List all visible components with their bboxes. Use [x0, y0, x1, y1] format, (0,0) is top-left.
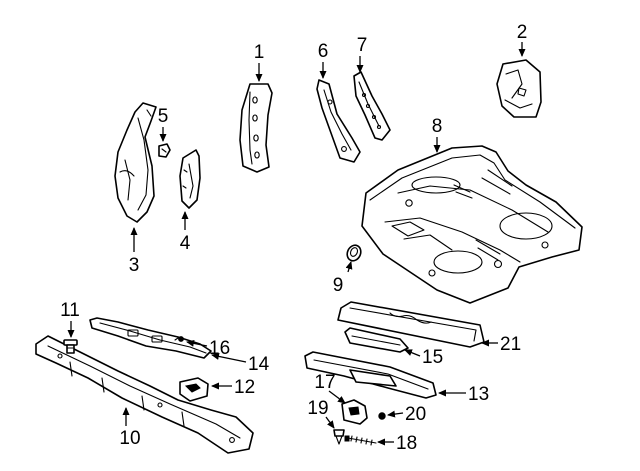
part-20-nut [378, 412, 386, 420]
callout-20: 20 [405, 404, 426, 425]
part-15-molding [344, 327, 409, 353]
leader-9 [345, 261, 353, 273]
callout-labels: 1 2 3 4 5 6 7 8 9 10 11 12 13 14 15 16 1… [60, 22, 527, 454]
callout-2: 2 [517, 22, 528, 43]
part-5-clip [158, 143, 171, 158]
callout-9: 9 [333, 275, 344, 296]
callout-10: 10 [119, 428, 140, 449]
part-13-scuff-plate [304, 351, 437, 399]
callout-16: 16 [209, 338, 230, 359]
leader-14 [211, 352, 247, 363]
callout-18: 18 [396, 433, 417, 454]
callout-8: 8 [432, 116, 443, 137]
callout-1: 1 [254, 42, 265, 63]
part-4-pillar-panel [179, 149, 201, 209]
part-9-grommet [346, 244, 362, 262]
leader-15 [404, 349, 421, 357]
part-19-bolt [333, 429, 345, 445]
part-10-crossmember [35, 335, 254, 454]
callout-15: 15 [422, 347, 443, 368]
part-3-quarter-inner-panel [114, 102, 157, 223]
callout-12: 12 [234, 377, 255, 398]
part-18-screw [344, 435, 377, 446]
callout-13: 13 [468, 384, 489, 405]
leader-lines [67, 42, 526, 446]
part-6-pillar-reinforcement [316, 79, 361, 163]
callout-3: 3 [129, 255, 140, 276]
callout-5: 5 [158, 106, 169, 127]
callout-7: 7 [357, 35, 368, 56]
callout-19: 19 [307, 398, 328, 419]
part-16-clip [174, 336, 184, 342]
leader-16 [186, 339, 208, 347]
part-1-pillar-trim [239, 83, 273, 173]
part-17-bracket [341, 399, 368, 425]
callout-6: 6 [318, 41, 329, 62]
leader-20 [387, 410, 404, 418]
callout-11: 11 [60, 300, 80, 321]
callout-4: 4 [180, 233, 191, 254]
part-12-bracket [179, 377, 209, 402]
leader-19 [325, 416, 335, 429]
part-14-upper-rail [89, 317, 212, 359]
part-2-bracket-panel [496, 59, 542, 118]
part-11-bolt [63, 339, 78, 354]
callout-21: 21 [500, 334, 521, 355]
part-8-floor-pan [361, 145, 583, 304]
callout-17: 17 [314, 372, 335, 393]
part-7-perforated-pillar [353, 71, 391, 141]
leader-17 [328, 390, 346, 404]
callout-14: 14 [248, 354, 270, 375]
